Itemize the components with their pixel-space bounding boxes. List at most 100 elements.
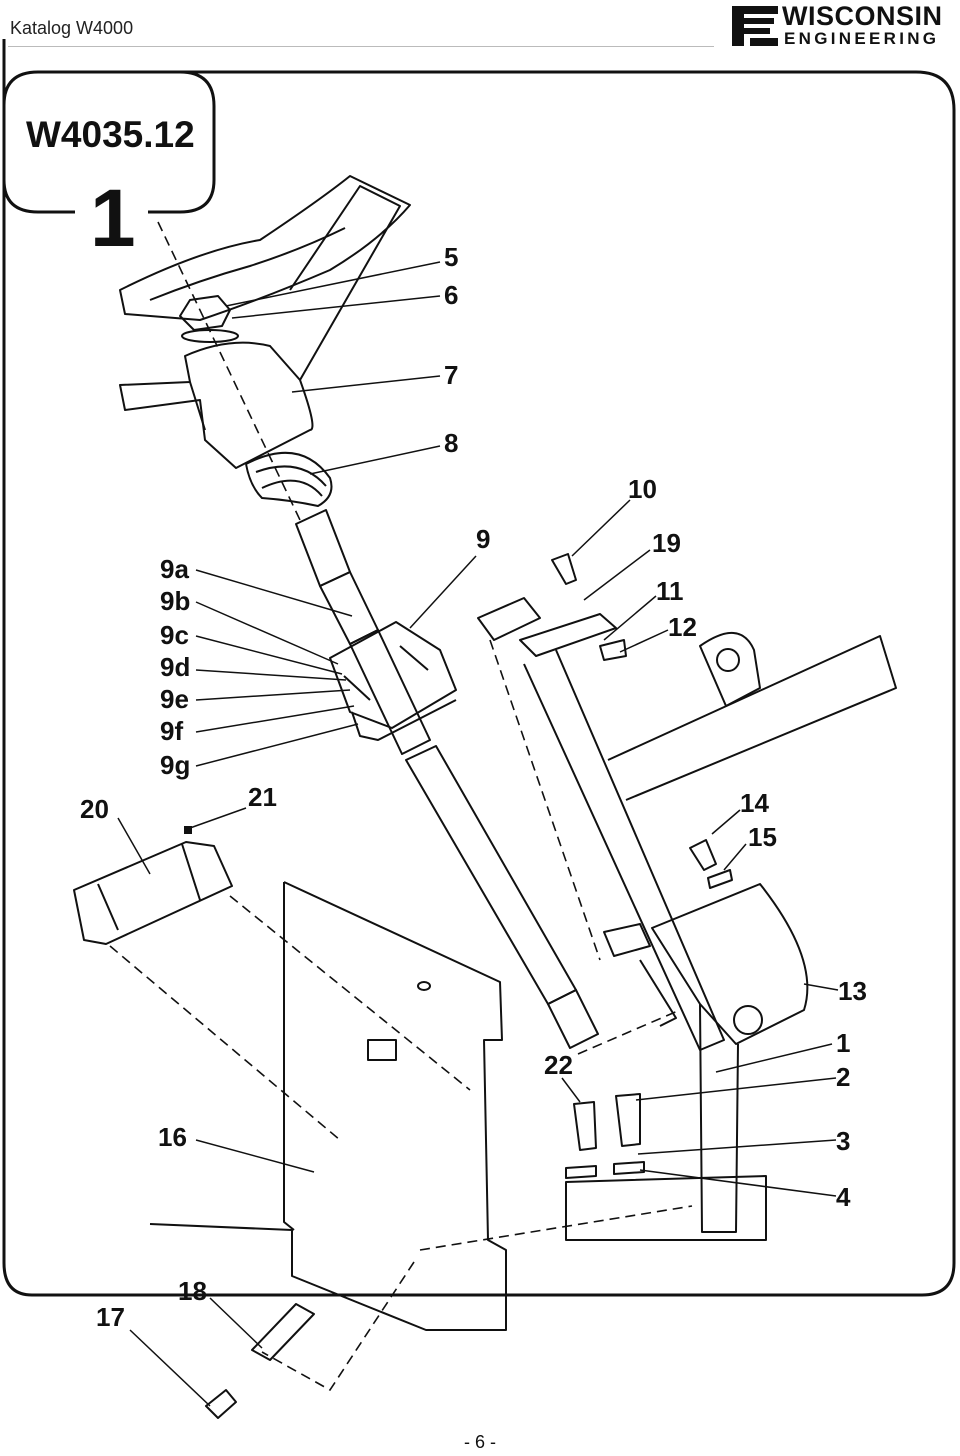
leader-3 bbox=[637, 1139, 837, 1155]
bolt-part-22 bbox=[573, 1101, 597, 1151]
leader-9g bbox=[195, 723, 359, 767]
callout-14: 14 bbox=[740, 788, 769, 818]
assembly-line-c bbox=[419, 1205, 693, 1251]
clamp-block bbox=[603, 923, 677, 1027]
assembly-line-f bbox=[489, 639, 601, 961]
cover-panel-part-16 bbox=[149, 881, 507, 1331]
cover-panel-edge bbox=[283, 882, 295, 1231]
logo-wordmark-bottom: ENGINEERING bbox=[784, 29, 940, 48]
leader-11 bbox=[603, 595, 657, 641]
callout-9a: 9a bbox=[160, 554, 189, 584]
leader-7 bbox=[291, 375, 441, 393]
assembly-line-e bbox=[577, 1009, 681, 1055]
leader-14 bbox=[711, 809, 741, 835]
upright-beam bbox=[523, 649, 725, 1051]
leader-15 bbox=[723, 843, 747, 871]
nut-part-5 bbox=[179, 295, 231, 331]
leader-9c bbox=[195, 635, 343, 675]
callout-5: 5 bbox=[444, 242, 458, 272]
lug-bracket bbox=[699, 631, 761, 707]
callout-13: 13 bbox=[838, 976, 867, 1006]
leader-1 bbox=[715, 1043, 833, 1073]
leader-9b bbox=[195, 601, 339, 665]
washer-part-15 bbox=[707, 869, 733, 889]
pivot-bracket-part-13 bbox=[651, 883, 809, 1045]
shaft-end bbox=[547, 989, 599, 1049]
top-plate bbox=[519, 613, 617, 657]
frame-member-edge bbox=[149, 227, 346, 301]
housing-part-7 bbox=[119, 341, 314, 469]
page-number: - 6 - bbox=[463, 1432, 496, 1452]
column-centerline bbox=[157, 221, 301, 521]
callout-17: 17 bbox=[96, 1302, 125, 1332]
bellows-part-8 bbox=[245, 451, 333, 507]
bracket-part-20 bbox=[73, 841, 233, 945]
shaft-middle bbox=[349, 629, 431, 755]
plate-part-19 bbox=[477, 597, 541, 641]
washers-part-3-4 bbox=[565, 1161, 645, 1179]
bolt-part-14 bbox=[689, 839, 717, 871]
callout-7: 7 bbox=[444, 360, 458, 390]
frame-member bbox=[119, 175, 411, 321]
callout-22: 22 bbox=[544, 1050, 573, 1080]
callout-15: 15 bbox=[748, 822, 777, 852]
callout-2: 2 bbox=[836, 1062, 850, 1092]
assembly-line-b bbox=[109, 945, 341, 1141]
catalog-title: Katalog W4000 bbox=[10, 18, 134, 38]
panel-hole bbox=[417, 981, 431, 991]
header-divider bbox=[8, 46, 714, 47]
panel-slot bbox=[367, 1039, 397, 1061]
bearing-details bbox=[343, 645, 457, 741]
leader-9 bbox=[409, 555, 477, 629]
leader-19 bbox=[583, 549, 651, 601]
callout-11: 11 bbox=[656, 576, 684, 606]
shaft-spline bbox=[319, 571, 379, 645]
logo-emblem-icon bbox=[730, 2, 780, 50]
handle-part-18 bbox=[251, 1303, 315, 1361]
bolt-part-17 bbox=[205, 1389, 237, 1419]
frame-strut bbox=[289, 185, 401, 381]
leader-13 bbox=[803, 983, 839, 991]
bearing-housing-part-9 bbox=[329, 621, 457, 729]
callout-4: 4 bbox=[836, 1182, 851, 1212]
post-part-1 bbox=[699, 1003, 739, 1233]
callout-9f: 9f bbox=[160, 716, 183, 746]
leader-9f bbox=[195, 705, 355, 733]
callout-16: 16 bbox=[158, 1122, 187, 1152]
leader-20 bbox=[117, 817, 151, 875]
bolt-part-2 bbox=[615, 1093, 641, 1147]
assembly-line-d bbox=[261, 1261, 415, 1392]
leader-16 bbox=[195, 1139, 315, 1173]
leader-4 bbox=[639, 1169, 837, 1197]
callout-9g: 9g bbox=[160, 750, 190, 780]
leader-22 bbox=[561, 1077, 581, 1103]
callout-1: 1 bbox=[836, 1028, 850, 1058]
shaft-lower bbox=[405, 745, 577, 1005]
leader-10 bbox=[571, 499, 631, 557]
document-code: W4035.12 bbox=[26, 114, 195, 155]
logo-wordmark-top: WISCONSIN bbox=[782, 1, 943, 31]
callout-18: 18 bbox=[178, 1276, 207, 1306]
leader-12 bbox=[619, 629, 669, 653]
callout-9b: 9b bbox=[160, 586, 190, 616]
shaft-upper bbox=[295, 509, 351, 587]
cross-beam bbox=[607, 635, 897, 801]
callout-8: 8 bbox=[444, 428, 458, 458]
callout-9d: 9d bbox=[160, 652, 190, 682]
pin-part-12 bbox=[599, 639, 627, 661]
callout-3: 3 bbox=[836, 1126, 850, 1156]
leader-9e bbox=[195, 689, 351, 701]
group-number: 1 bbox=[90, 173, 136, 264]
callout-21: 21 bbox=[248, 782, 277, 812]
leader-8 bbox=[309, 445, 441, 475]
wisconsin-engineering-logo: WISCONSIN ENGINEERING bbox=[730, 2, 942, 50]
leader-9a bbox=[195, 569, 353, 617]
callout-9: 9 bbox=[476, 524, 490, 554]
lug-hole bbox=[716, 648, 740, 672]
assembly-line-a bbox=[229, 895, 471, 1091]
callout-9c: 9c bbox=[160, 620, 189, 650]
bolt-part-10 bbox=[551, 553, 577, 585]
callout-12: 12 bbox=[668, 612, 697, 642]
